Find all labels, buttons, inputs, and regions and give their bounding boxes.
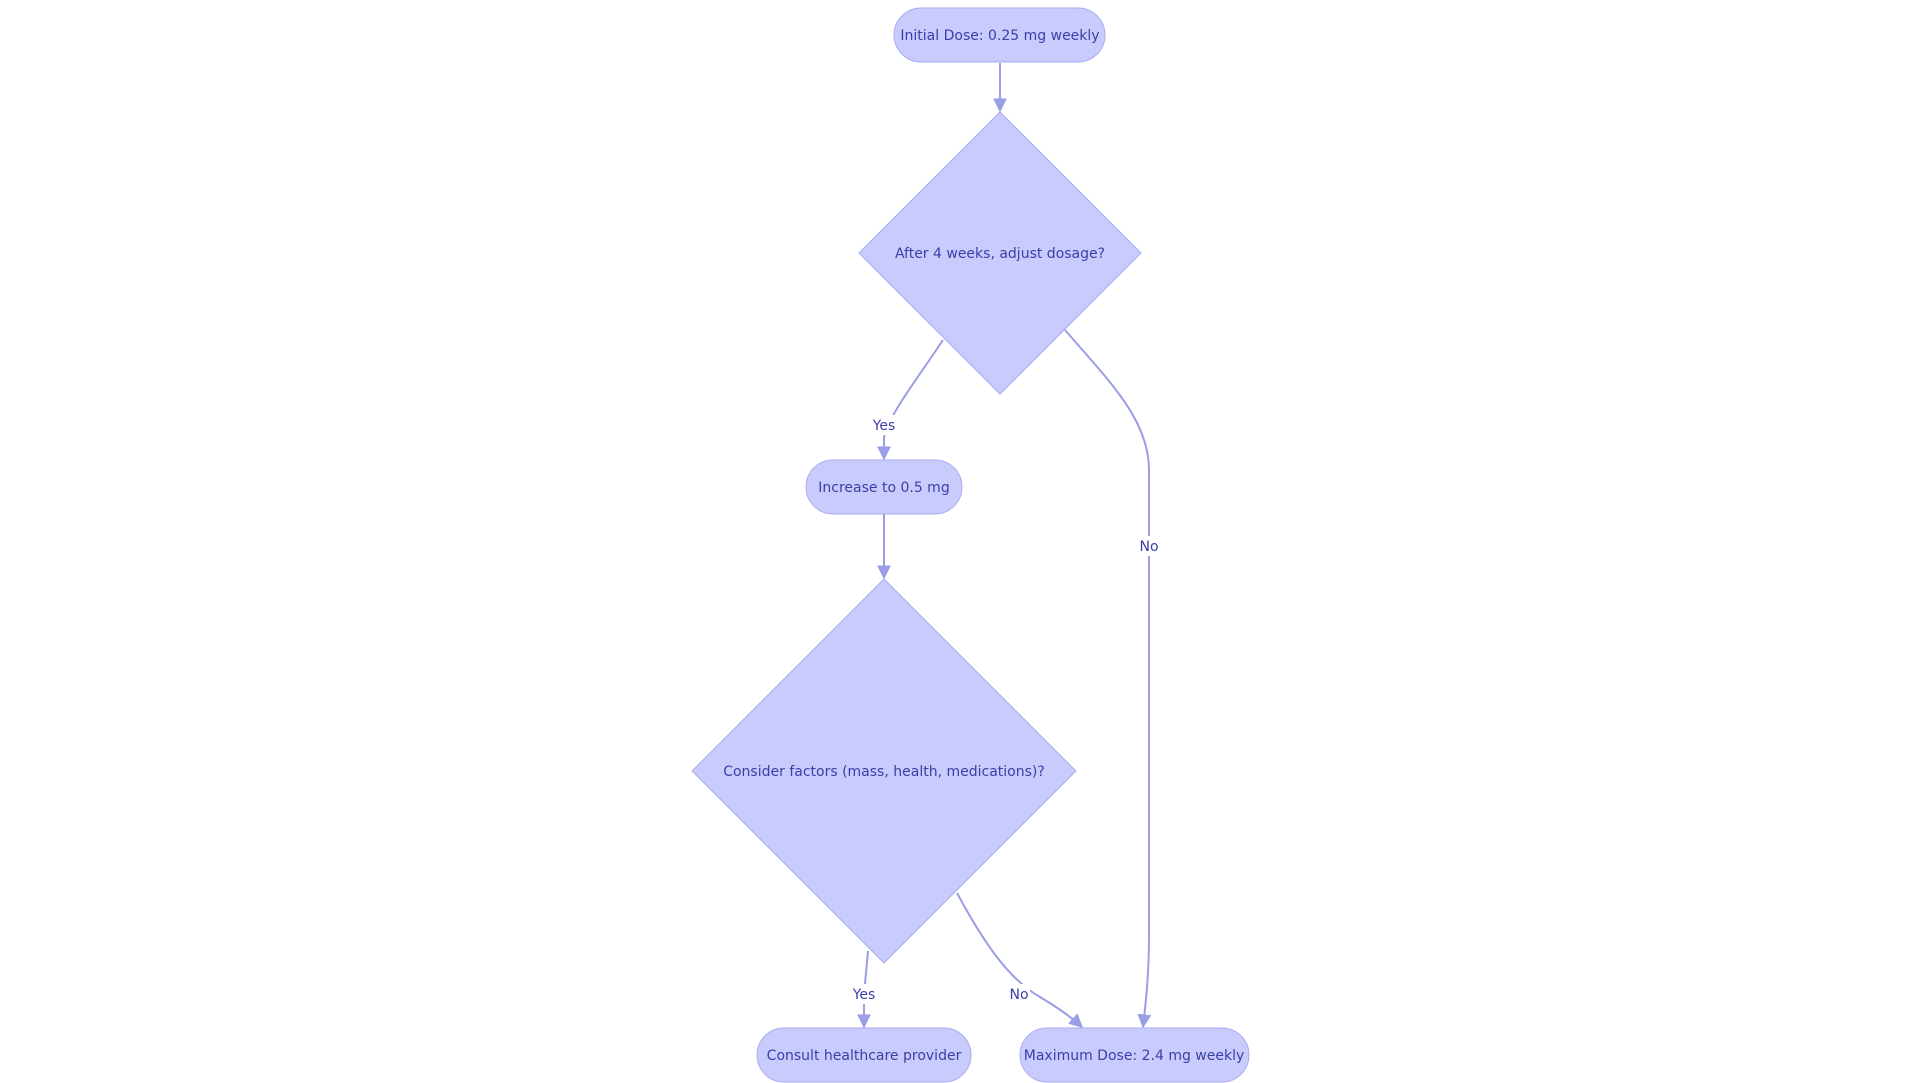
edge-adjust-no bbox=[1064, 329, 1152, 1029]
decision-adjust-dosage-label: After 4 weeks, adjust dosage? bbox=[895, 246, 1105, 262]
node-consult-provider: Consult healthcare provider bbox=[756, 1027, 972, 1083]
nodes: Initial Dose: 0.25 mg weekly After 4 wee… bbox=[691, 7, 1250, 1083]
node-maximum-dose-label: Maximum Dose: 2.4 mg weekly bbox=[1024, 1048, 1245, 1064]
decision-adjust-dosage: After 4 weeks, adjust dosage? bbox=[858, 111, 1142, 395]
edge-label-adjust-yes: Yes bbox=[870, 415, 898, 435]
edge-labels: Yes No Yes No bbox=[850, 415, 1160, 1004]
node-consult-provider-label: Consult healthcare provider bbox=[767, 1048, 962, 1064]
decision-consider-factors: Consider factors (mass, health, medicati… bbox=[691, 578, 1077, 964]
decision-consider-factors-label: Consider factors (mass, health, medicati… bbox=[723, 764, 1045, 780]
node-initial-dose-label: Initial Dose: 0.25 mg weekly bbox=[900, 28, 1099, 44]
edge-label-adjust-yes-text: Yes bbox=[872, 418, 896, 434]
edge-label-adjust-no-text: No bbox=[1139, 539, 1158, 555]
node-initial-dose: Initial Dose: 0.25 mg weekly bbox=[893, 7, 1106, 63]
edge-label-factors-no: No bbox=[1008, 984, 1030, 1004]
edge-label-factors-yes: Yes bbox=[850, 984, 878, 1004]
node-maximum-dose: Maximum Dose: 2.4 mg weekly bbox=[1019, 1027, 1250, 1083]
edge-label-adjust-no: No bbox=[1138, 536, 1160, 556]
node-increase-dose: Increase to 0.5 mg bbox=[805, 459, 963, 515]
edge-label-factors-yes-text: Yes bbox=[852, 987, 876, 1003]
edge-adjust-yes bbox=[877, 339, 944, 461]
edge-factors-no bbox=[956, 892, 1084, 1028]
node-increase-dose-label: Increase to 0.5 mg bbox=[818, 480, 949, 496]
edge-label-factors-no-text: No bbox=[1009, 987, 1028, 1003]
